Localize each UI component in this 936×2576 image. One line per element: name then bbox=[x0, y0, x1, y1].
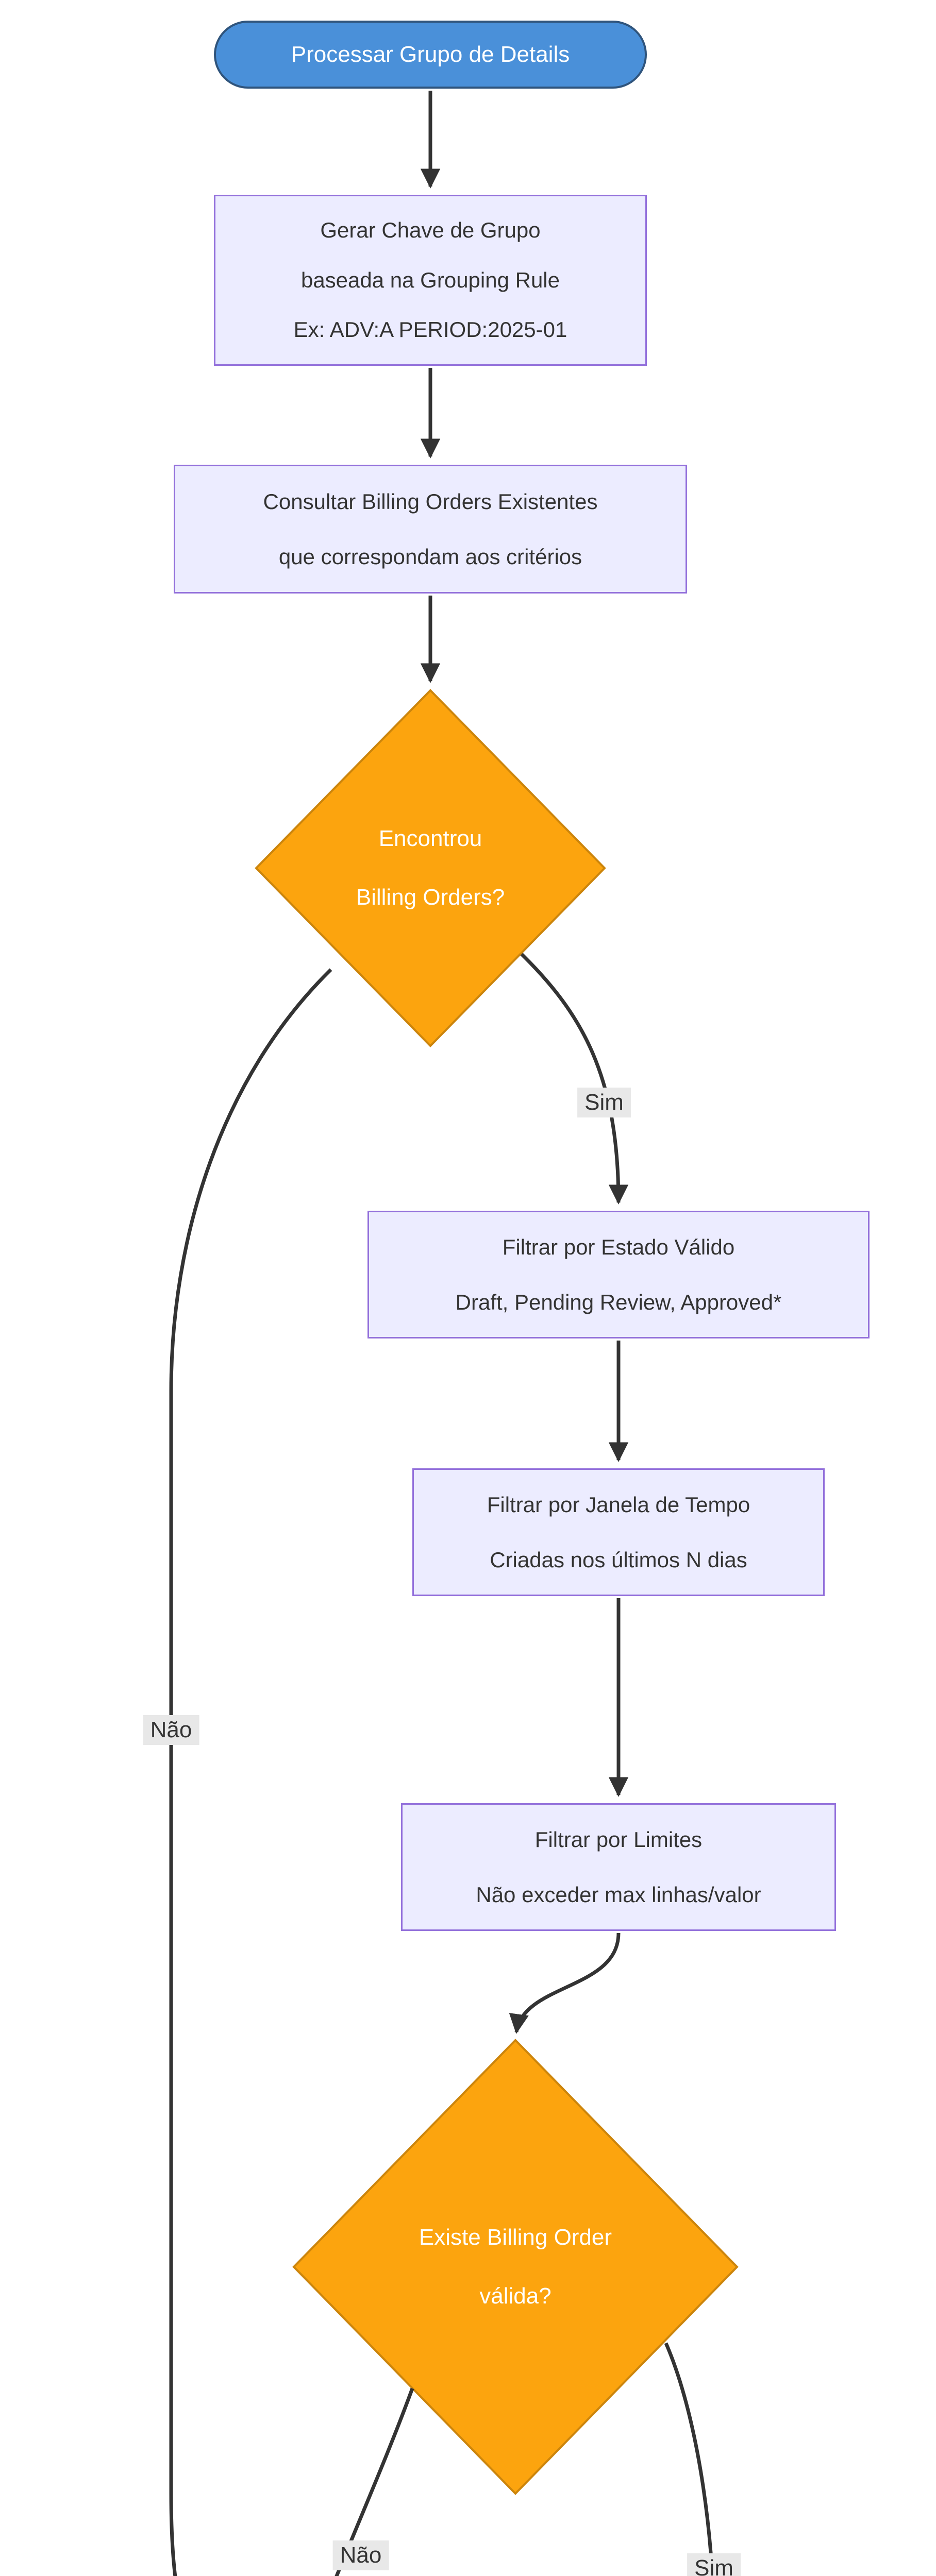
edge-encontrou-nao bbox=[169, 968, 332, 2576]
decision-existe-shape bbox=[292, 2039, 739, 2495]
node-filtrar-estado: Filtrar por Estado Válido Draft, Pending… bbox=[367, 1211, 870, 1338]
node-consultar: Consultar Billing Orders Existentes que … bbox=[174, 465, 687, 594]
node-filtrar-limites: Filtrar por Limites Não exceder max linh… bbox=[401, 1803, 836, 1931]
node-gerar-chave: Gerar Chave de Grupo baseada na Grouping… bbox=[214, 195, 647, 366]
edge-existe-nao bbox=[335, 2387, 414, 2576]
edge-label-nao-2: Não bbox=[332, 2540, 389, 2570]
decision-encontrou-shape bbox=[255, 689, 606, 1047]
edge-label-nao-1: Não bbox=[143, 1715, 199, 1745]
node-filtrar-janela: Filtrar por Janela de Tempo Criadas nos … bbox=[412, 1468, 825, 1596]
edge-label-sim-1: Sim bbox=[577, 1088, 631, 1117]
edge-limites-to-existe bbox=[509, 1933, 621, 2034]
edge-existe-sim bbox=[664, 2342, 714, 2576]
edge-encontrou-sim bbox=[520, 953, 629, 1205]
edge-label-sim-2: Sim bbox=[687, 2553, 741, 2576]
node-start: Processar Grupo de Details bbox=[214, 21, 647, 89]
